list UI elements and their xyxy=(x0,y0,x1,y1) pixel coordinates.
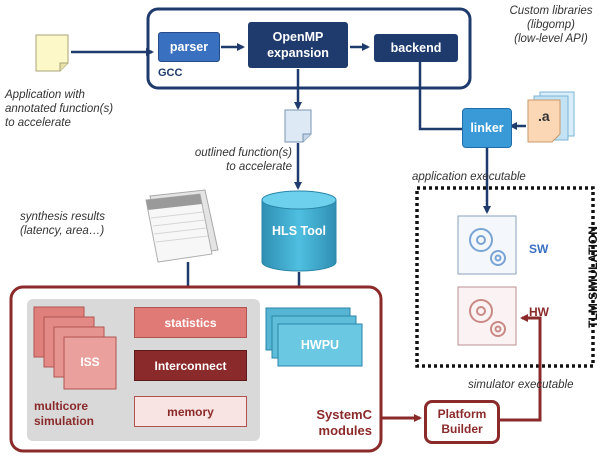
application-executable-label: application executable xyxy=(412,171,526,183)
statistics-box[interactable]: statistics xyxy=(134,307,247,338)
multicore-line1: multicore xyxy=(34,399,89,413)
openmp-label: OpenMP xyxy=(272,30,324,44)
statistics-label: statistics xyxy=(164,315,217,330)
hwpu-stack xyxy=(265,307,363,367)
platform-line1: Platform xyxy=(437,407,487,421)
hls-cylinder xyxy=(261,190,337,272)
interconnect-box[interactable]: Interconnect xyxy=(134,350,247,381)
synthesis-line2: (latency, area…) xyxy=(20,225,105,237)
custom-libraries-caption: Custom libraries (libgomp) (low-level AP… xyxy=(495,4,607,46)
tlm-simulation-label: TLM SIMULATION xyxy=(586,226,600,328)
application-line1: Application with xyxy=(5,89,85,101)
systemc-modules-caption: SystemC modules xyxy=(294,407,372,439)
openmp-expansion-box[interactable]: OpenMP expansion xyxy=(248,22,348,68)
document-icon xyxy=(35,34,69,72)
sw-label: SW xyxy=(529,242,549,256)
hw-document xyxy=(457,286,517,346)
linker-box[interactable]: linker xyxy=(462,108,512,148)
gcc-label: GCC xyxy=(158,67,183,79)
hwpu-label: HWPU xyxy=(300,338,340,352)
synthesis-caption: synthesis results (latency, area…) xyxy=(20,210,160,238)
hw-label: HW xyxy=(529,305,549,319)
outlined-line1: outlined function(s) xyxy=(194,147,292,159)
sw-document xyxy=(457,215,517,275)
library-file-extension: .a xyxy=(538,108,550,124)
backend-label: backend xyxy=(390,41,442,55)
iss-stack xyxy=(33,306,117,390)
gear-icon xyxy=(469,228,506,266)
platform-builder-box[interactable]: Platform Builder xyxy=(424,400,500,444)
libraries-line1: Custom libraries xyxy=(509,5,593,17)
application-line2: annotated function(s) xyxy=(5,103,114,115)
multicore-line2: simulation xyxy=(34,414,95,428)
document-icon xyxy=(284,109,312,143)
memory-box[interactable]: memory xyxy=(134,396,247,427)
expansion-label: expansion xyxy=(267,46,329,60)
application-line3: to accelerate xyxy=(5,117,71,129)
libraries-line2: (libgomp) xyxy=(527,19,575,31)
backend-box[interactable]: backend xyxy=(374,34,458,62)
tlm-frame xyxy=(415,186,595,368)
iss-label: ISS xyxy=(80,355,100,369)
interconnect-label: Interconnect xyxy=(154,358,227,373)
library-files-icon xyxy=(527,91,575,143)
gear-icon xyxy=(469,299,506,337)
application-caption: Application with annotated function(s) t… xyxy=(5,88,165,130)
platform-line2: Builder xyxy=(441,422,483,436)
synthesis-line1: synthesis results xyxy=(20,211,106,223)
multicore-caption: multicore simulation xyxy=(34,399,94,429)
simulator-executable-label: simulator executable xyxy=(468,379,574,391)
outlined-caption: outlined function(s) to accelerate xyxy=(152,146,292,174)
parser-label: parser xyxy=(169,40,209,54)
hls-tool-label[interactable]: HLS Tool xyxy=(272,224,326,238)
systemc-line1: SystemC xyxy=(316,407,372,422)
parser-box[interactable]: parser xyxy=(158,32,220,62)
memory-label: memory xyxy=(167,404,214,419)
libraries-line3: (low-level API) xyxy=(514,33,588,45)
outlined-line2: to accelerate xyxy=(226,161,292,173)
linker-label: linker xyxy=(470,121,504,135)
notepad-icon xyxy=(145,189,219,263)
systemc-line2: modules xyxy=(318,423,372,438)
